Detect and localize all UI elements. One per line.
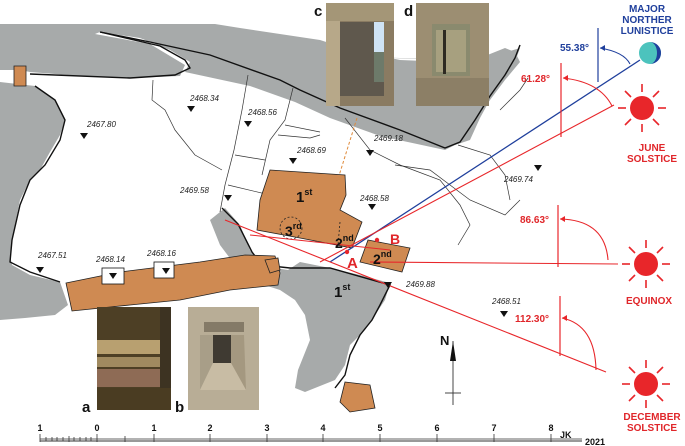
december-label-1: DECEMBER — [623, 412, 681, 423]
north-arrow: N — [440, 333, 461, 405]
equinox-line — [369, 261, 619, 265]
scale-tick: 2 — [207, 423, 212, 433]
azimuth-lunistice: 55.38° — [560, 43, 589, 54]
bldg-third-sup: rd — [293, 221, 302, 231]
connector-line — [249, 234, 391, 251]
photo-a-label: a — [82, 399, 91, 416]
lunistice-label-2: NORTHER — [622, 15, 672, 26]
scale-tick: 4 — [320, 423, 325, 433]
bldg-first-lower-sup: st — [342, 282, 350, 292]
bldg-second-left-num: 2 — [335, 235, 343, 251]
bldg-second-left-sup: nd — [343, 233, 354, 243]
bldg-first-lower-num: 1 — [334, 284, 342, 301]
svg-text:1st: 1st — [296, 187, 312, 206]
elev-label: 2468.51 — [491, 297, 521, 306]
scale-tick: 1 — [37, 423, 42, 433]
equinox-label: EQUINOX — [626, 296, 672, 307]
azimuth-june: 61.28° — [521, 74, 550, 85]
bldg-second-right-sup: nd — [381, 249, 392, 259]
point-a-label: A — [347, 255, 358, 272]
first-lower-structure — [210, 208, 390, 392]
elev-label: 2469.88 — [405, 280, 435, 289]
scale-tick: 0 — [94, 423, 99, 433]
june-label-1: JUNE — [639, 143, 666, 154]
bldg-second-right-num: 2 — [373, 251, 381, 267]
june-label-2: SOLSTICE — [627, 154, 677, 165]
small-structure-center — [264, 257, 281, 274]
azimuth-markers — [557, 28, 631, 371]
building-labels: 1st 3rd 2nd 2nd 1st — [285, 187, 392, 301]
azimuth-december: 112.30° — [515, 314, 549, 325]
event-labels: MAJOR NORTHER LUNISTICE JUNE SOLSTICE EQ… — [515, 4, 681, 434]
elev-label: 2468.16 — [146, 249, 176, 258]
svg-text:3rd: 3rd — [285, 221, 302, 239]
north-arrow-label: N — [440, 333, 449, 348]
photo-c-label: c — [314, 3, 322, 20]
photo-d-label: d — [404, 3, 413, 20]
elev-label: 2468.14 — [95, 255, 125, 264]
elev-label: 2468.34 — [189, 94, 219, 103]
azimuth-equinox: 86.63° — [520, 215, 549, 226]
elev-label: 2468.69 — [296, 146, 326, 155]
scale-tick: 7 — [491, 423, 496, 433]
point-b-dot — [374, 237, 380, 243]
elev-label: 2468.58 — [359, 194, 389, 203]
svg-text:2nd: 2nd — [335, 233, 354, 251]
elevation-markers: 2467.80 2468.34 2468.56 2468.69 2469.18 … — [36, 94, 542, 317]
south-wall — [65, 254, 281, 312]
scale-tick: 8 — [548, 423, 553, 433]
lunistice-label-3: LUNISTICE — [621, 26, 674, 37]
svg-text:1st: 1st — [334, 282, 350, 301]
photo-insets: c d a b — [82, 3, 489, 416]
scale-tick: 3 — [264, 423, 269, 433]
author-initials: JK — [560, 430, 572, 440]
north-rock — [0, 24, 520, 150]
west-rock — [0, 82, 68, 320]
building-first-upper — [256, 169, 363, 249]
bldg-first-upper-num: 1 — [296, 189, 304, 206]
photo-a — [97, 307, 171, 410]
small-structure-south — [339, 381, 376, 413]
scale-tick: 5 — [377, 423, 382, 433]
photo-b — [188, 307, 259, 410]
scale-tick: 6 — [434, 423, 439, 433]
point-b-label: B — [390, 231, 400, 247]
elev-label: 2468.56 — [247, 108, 277, 117]
survey-points: A B — [344, 231, 400, 272]
scale-tick: 1 — [151, 423, 156, 433]
december-label-2: SOLSTICE — [627, 423, 677, 434]
sun-icon-december — [622, 360, 670, 408]
small-structure-west — [13, 65, 27, 87]
alignment-lines — [224, 59, 641, 373]
sun-icon-june — [618, 84, 666, 132]
moon-icon — [639, 42, 661, 64]
elev-label: 2467.51 — [37, 251, 67, 260]
december-solstice-line — [224, 219, 607, 373]
photo-d — [416, 3, 489, 106]
elev-label: 2469.58 — [179, 186, 209, 195]
photo-b-label: b — [175, 399, 184, 416]
terrace-lines — [151, 74, 529, 246]
photo-c — [326, 3, 394, 106]
point-a-dot — [344, 249, 350, 255]
lunistice-label-1: MAJOR — [629, 4, 666, 15]
bldg-first-upper-sup: st — [304, 187, 312, 197]
elev-label: 2467.80 — [86, 120, 116, 129]
june-solstice-line — [319, 104, 615, 263]
scale-bar: 1 0 1 2 3 4 5 6 7 8 JK 2021 — [37, 423, 605, 446]
sun-icon-equinox — [622, 240, 670, 288]
year-label: 2021 — [585, 437, 605, 446]
svg-text:2nd: 2nd — [373, 249, 392, 267]
elev-label: 2469.74 — [503, 175, 533, 184]
bldg-third-num: 3 — [285, 223, 293, 239]
elev-label: 2469.18 — [373, 134, 403, 143]
lunistice-line — [329, 59, 641, 263]
